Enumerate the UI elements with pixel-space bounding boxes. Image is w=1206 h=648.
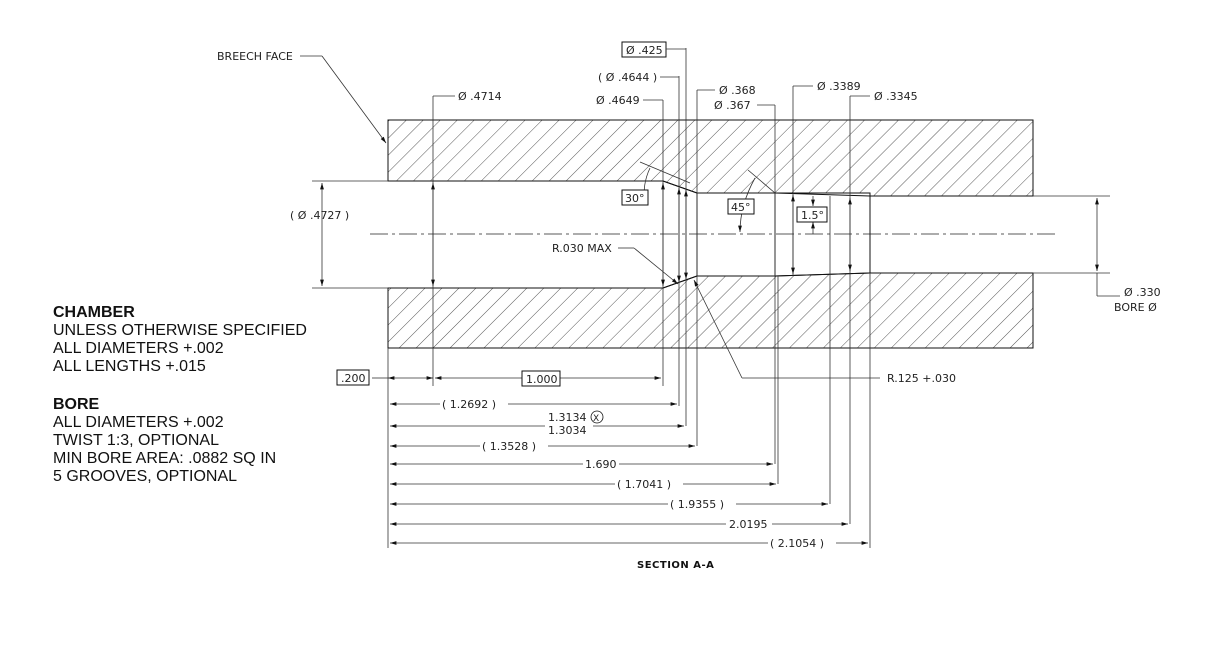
bore-note-line: 5 GROOVES, OPTIONAL [53,468,237,485]
dia-4727-label: ( Ø .4727 ) [290,209,349,222]
dia-367-label: Ø .367 [714,99,751,112]
chamber-note-line: ALL DIAMETERS +.002 [53,340,224,357]
dia-425-label: Ø .425 [626,44,663,57]
notes-block: CHAMBER UNLESS OTHERWISE SPECIFIED ALL D… [53,304,307,485]
radius-callouts: R.030 MAX R.125 +.030 [552,242,956,385]
dia-3389-label: Ø .3389 [817,80,861,93]
diameter-callouts: Ø .4714 Ø .425 ( Ø .4644 ) Ø .4649 Ø .36… [290,41,1161,314]
len-19355-label: ( 1.9355 ) [670,498,724,511]
diameter-dims [320,183,1099,286]
r125-label: R.125 +.030 [887,372,956,385]
len-13034-label: 1.3034 [548,424,587,437]
hatched-section-top [387,119,1034,197]
chamber-note-line: UNLESS OTHERWISE SPECIFIED [53,322,307,339]
angle-30-label: 30° [625,192,645,205]
dia-3345-label: Ø .3345 [874,90,918,103]
bore-dia-label: Ø .330 [1124,286,1161,299]
bore-note-line: ALL DIAMETERS +.002 [53,414,224,431]
breech-face-callout: BREECH FACE [217,50,387,144]
x-mark-symbol: X [593,414,599,424]
len-12692-label: ( 1.2692 ) [442,398,496,411]
len-13134-label: 1.3134 [548,411,587,424]
len-20195-label: 2.0195 [729,518,768,531]
chamber-note-line: ALL LENGTHS +.015 [53,358,206,375]
len-1000-label: 1.000 [526,373,558,386]
dia-4649-label: Ø .4649 [596,94,640,107]
angle-15-label: 1.5° [801,209,824,222]
chamber-note-title: CHAMBER [53,304,135,321]
section-title: SECTION A-A [637,560,714,571]
bore-note-line: MIN BORE AREA: .0882 SQ IN [53,450,276,467]
dia-368-label: Ø .368 [719,84,756,97]
bore-note-line: TWIST 1:3, OPTIONAL [53,432,219,449]
len-21054-label: ( 2.1054 ) [770,537,824,550]
len-1690-label: 1.690 [585,458,617,471]
dia-4644-label: ( Ø .4644 ) [598,71,657,84]
bore-note-title: BORE [53,396,100,413]
dia-4714-label: Ø .4714 [458,90,502,103]
r030-label: R.030 MAX [552,242,612,255]
breech-face-label: BREECH FACE [217,50,293,63]
extension-lines [312,48,1110,548]
hatched-section-bottom [387,272,1034,349]
chamber-profile [388,180,1033,289]
bore-symbol-label: BORE Ø [1114,301,1157,314]
angle-callouts: 30° 45° 1.5° [621,161,828,234]
angle-45-label: 45° [731,201,751,214]
length-dims: .200 1.000 ( 1.2692 ) 1.3134 X 1.3034 ( … [336,369,868,550]
len-17041-label: ( 1.7041 ) [617,478,671,491]
len-200-label: .200 [341,372,366,385]
len-13528-label: ( 1.3528 ) [482,440,536,453]
